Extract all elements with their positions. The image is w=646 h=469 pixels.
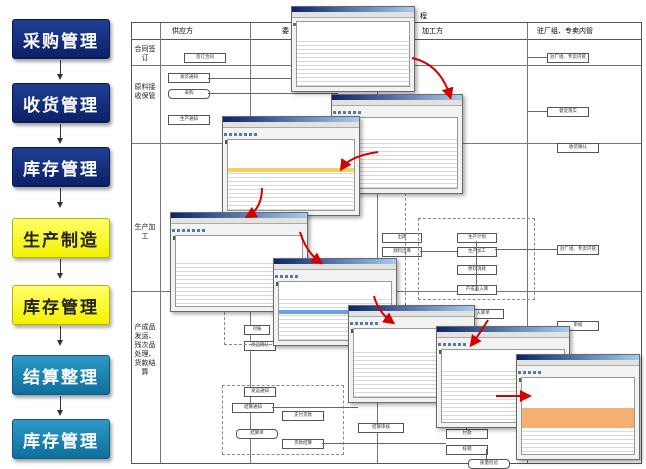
screenshot-window [291, 6, 415, 92]
column-divider [527, 23, 528, 463]
flow-box: 货款结算 [282, 439, 324, 449]
flow-box: 收货确认 [557, 143, 599, 153]
flow-box: 采购 [168, 89, 210, 99]
flow-box: 生产加工 [457, 247, 497, 257]
red-arrow [373, 295, 396, 325]
connector-line [208, 93, 338, 94]
flow-box: 结算审核 [358, 423, 404, 433]
red-arrow [244, 187, 263, 218]
red-arrow [411, 57, 454, 100]
flow-box: 付款 [446, 429, 488, 439]
flowchart-title-fragment: 程 [420, 12, 427, 20]
lane-receiving: 原料接收保管 [134, 83, 156, 100]
dashed-region [222, 385, 344, 455]
flow-box: 发运通知 [244, 387, 276, 397]
connector-line [476, 241, 477, 291]
flow-box: 产成品入库 [457, 285, 497, 295]
lane-contract: 合同签订 [134, 45, 156, 62]
down-arrow [57, 188, 63, 208]
connector-line [495, 249, 557, 250]
red-arrow [299, 231, 324, 265]
lane-divider [160, 23, 161, 463]
column-divider [377, 23, 378, 463]
flow-box: 出库 [382, 233, 422, 243]
flow-box: 核销 [446, 445, 488, 455]
red-arrow [469, 319, 489, 348]
column-supplier: 供应方 [172, 27, 193, 35]
down-arrow [57, 326, 63, 346]
flow-box: 支付货款 [282, 411, 324, 421]
dashed-region [418, 218, 535, 300]
column-commission: 委 [282, 27, 289, 35]
connector-line [272, 407, 358, 408]
lane-production: 生产加工 [134, 223, 156, 240]
flow-box: 结算单 [236, 429, 278, 439]
step-procurement[interactable]: 采购管理 [12, 19, 110, 59]
connector-line [486, 449, 487, 459]
flow-box: 对账 [244, 325, 270, 335]
connector-line [527, 57, 547, 58]
step-inventory-2[interactable]: 库存管理 [12, 285, 110, 325]
connector-line [420, 251, 457, 252]
flow-box: 生产计划 [457, 233, 497, 243]
screenshot-window [516, 354, 640, 460]
down-arrow [57, 60, 63, 80]
connector-line [322, 443, 446, 444]
flow-box: 生产通知 [168, 115, 210, 125]
down-arrow [57, 124, 63, 144]
flow-box: 结算通知 [232, 403, 274, 413]
flow-box: 领料出库 [382, 247, 422, 257]
lane-shipping-settlement: 产成品发运、残次品处理、货款结算 [134, 323, 156, 376]
connector-line [527, 111, 547, 112]
column-processor: 加工方 [422, 27, 443, 35]
screenshot-window [222, 116, 360, 216]
red-arrow [339, 151, 379, 172]
step-inventory-3[interactable]: 库存管理 [12, 419, 110, 459]
step-production[interactable]: 生产制造 [12, 218, 110, 258]
flow-box: 驻厂组、专卖内管 [557, 245, 599, 255]
down-arrow [57, 396, 63, 416]
step-receiving[interactable]: 收货管理 [12, 83, 110, 123]
column-supervision: 驻厂组、专卖内管 [537, 27, 593, 35]
down-arrow [57, 259, 63, 279]
step-inventory-1[interactable]: 库存管理 [12, 147, 110, 187]
step-settlement[interactable]: 结算整理 [12, 355, 110, 395]
flow-box: 签订合同 [184, 53, 226, 63]
flow-box: 督促落实 [547, 107, 589, 117]
flow-box: 原料消耗 [457, 265, 497, 275]
flow-box: 发运确认 [244, 341, 276, 351]
flow-box: 驻厂组、专卖内管 [547, 53, 589, 63]
